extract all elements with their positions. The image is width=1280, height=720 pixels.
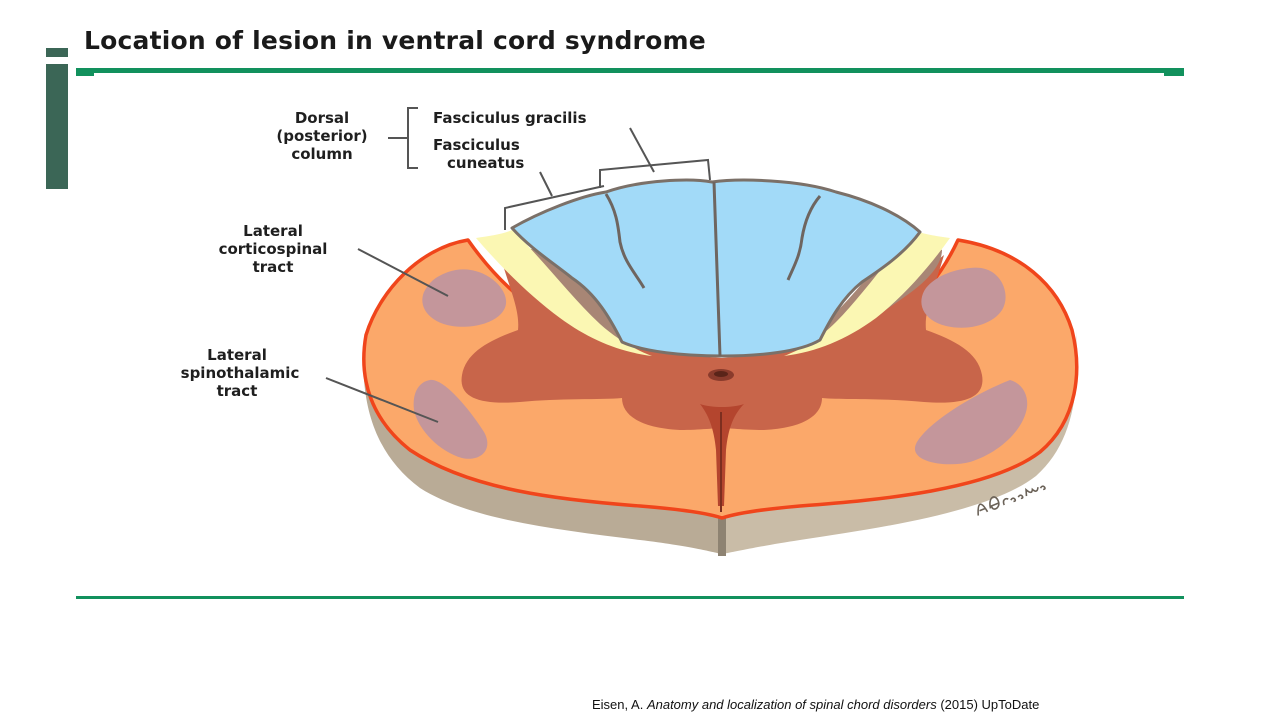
spinothalamic-tract-right: [914, 380, 1028, 465]
citation-source: (2015) UpToDate: [940, 697, 1040, 712]
label-cuneatus-1: Fasciculus: [433, 136, 520, 154]
label-dorsal-1: Dorsal: [295, 109, 349, 127]
corticospinal-leader: [357, 248, 449, 297]
label-corticospinal-3: tract: [253, 258, 294, 276]
dorsal-septum-left: [604, 193, 646, 289]
accent-square: [46, 48, 68, 57]
label-spinothalamic-3: tract: [217, 382, 258, 400]
slide-title: Location of lesion in ventral cord syndr…: [84, 26, 706, 55]
label-dorsal-2: (posterior): [276, 127, 367, 145]
leaders: [325, 107, 711, 423]
label-dorsal-3: column: [291, 145, 352, 163]
dorsal-bracket: [407, 107, 418, 169]
cord-side-right: [722, 330, 1078, 554]
cuneatus-leader: [539, 171, 553, 197]
spinothalamic-tract-left: [413, 379, 488, 459]
label-spinothalamic-2: spinothalamic: [181, 364, 300, 382]
artist-signature: [977, 485, 1046, 516]
rim-left: [476, 230, 652, 356]
corticospinal-tract-right: [921, 267, 1006, 328]
top-rule-tick-left: [76, 73, 94, 76]
spinothalamic-leader: [325, 377, 439, 423]
bottom-rule: [76, 596, 1184, 599]
gray-matter: [461, 255, 983, 430]
top-rule: [76, 68, 1184, 73]
label-spinothalamic-1: Lateral: [207, 346, 267, 364]
label-corticospinal-2: corticospinal: [219, 240, 328, 258]
accent-bar: [46, 64, 68, 189]
top-rule-tick-right: [1164, 73, 1184, 76]
corticospinal-tract-left: [422, 269, 507, 327]
label-corticospinal-1: Lateral: [243, 222, 303, 240]
label-gracilis: Fasciculus gracilis: [433, 109, 587, 127]
citation-title: Anatomy and localization of spinal chord…: [646, 697, 937, 712]
gracilis-bracket: [599, 158, 711, 188]
central-canal-inner: [714, 371, 728, 377]
citation-author: Eisen, A.: [592, 697, 644, 712]
dorsal-septum-median: [712, 181, 722, 357]
rim-right: [784, 230, 950, 356]
label-cuneatus-2: cuneatus: [447, 154, 524, 172]
cuneatus-bracket: [504, 185, 605, 230]
gracilis-leader: [629, 127, 655, 173]
dorsal-septum-right: [786, 195, 822, 281]
citation-caption: Eisen, A. Anatomy and localization of sp…: [592, 697, 1039, 712]
